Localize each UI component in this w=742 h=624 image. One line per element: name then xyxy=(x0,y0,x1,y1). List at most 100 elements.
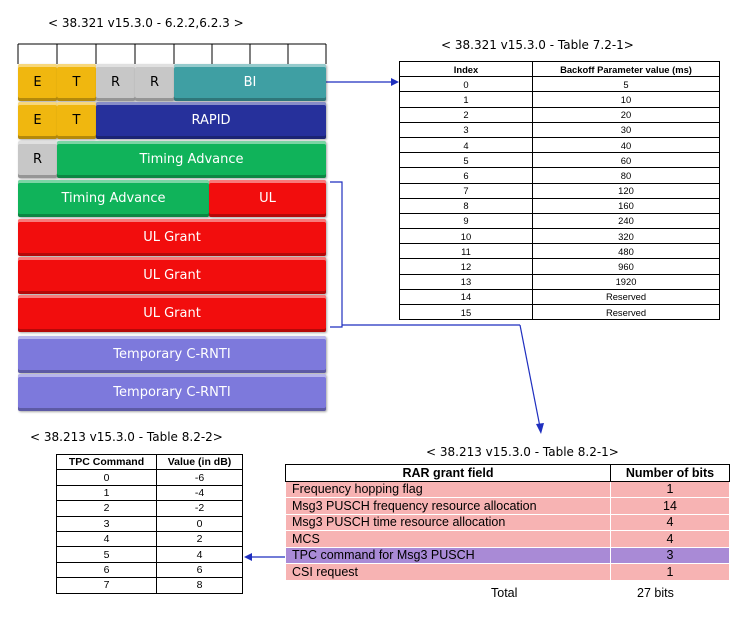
table-cell: 6 xyxy=(399,167,533,184)
reserved-bit: R xyxy=(135,64,174,101)
table-cell: 6 xyxy=(156,561,243,579)
bi-to-backoff-arrow xyxy=(326,78,399,86)
table-cell: 1 xyxy=(399,91,533,108)
rapid-field: RAPID xyxy=(96,102,326,139)
table-cell: 320 xyxy=(532,228,720,245)
table-cell: 1 xyxy=(610,480,730,498)
table-cell: 4 xyxy=(399,136,533,154)
table-cell: 4 xyxy=(610,513,730,531)
table-cell: 5 xyxy=(399,152,533,169)
table-cell: 11 xyxy=(399,243,533,260)
reserved-bit: R xyxy=(96,64,135,101)
table-cell: 1 xyxy=(56,484,157,502)
table-cell: 1920 xyxy=(532,273,720,290)
total-label: Total xyxy=(491,586,518,600)
table-cell: 3 xyxy=(399,121,533,138)
table-cell: 80 xyxy=(532,167,720,184)
table-cell: 0 xyxy=(156,515,243,532)
table-cell: 160 xyxy=(532,197,720,214)
table-cell: -4 xyxy=(156,484,243,502)
tpc-table-caption: < 38.213 v15.3.0 - Table 8.2-2> xyxy=(30,430,223,444)
table-cell: 120 xyxy=(532,182,720,199)
table-cell: 0 xyxy=(399,76,533,93)
table-cell: -2 xyxy=(156,500,243,517)
table-cell: Msg3 PUSCH frequency resource allocation xyxy=(285,497,611,515)
table-cell: 3 xyxy=(610,546,730,564)
column-header: RAR grant field xyxy=(285,464,611,482)
backoff-table-caption: < 38.321 v15.3.0 - Table 7.2-1> xyxy=(441,38,634,52)
table-cell: 4 xyxy=(56,530,157,548)
table-cell: 9 xyxy=(399,212,533,230)
table-cell: 40 xyxy=(532,136,720,154)
temporary-c-rnti-field: Temporary C-RNTI xyxy=(18,336,326,373)
table-cell: 8 xyxy=(399,197,533,214)
t-bit: T xyxy=(57,102,96,139)
table-cell: MCS xyxy=(285,530,611,548)
table-cell: TPC command for Msg3 PUSCH xyxy=(285,546,611,564)
table-cell: 4 xyxy=(610,530,730,548)
ul-grant-field: UL Grant xyxy=(18,257,326,294)
tpc-to-table-arrow xyxy=(244,553,285,561)
table-cell: 15 xyxy=(399,303,533,321)
column-header: TPC Command xyxy=(56,453,157,471)
column-header: Number of bits xyxy=(610,464,730,482)
total-value: 27 bits xyxy=(637,586,674,600)
e-bit: E xyxy=(18,102,57,139)
bi-field: BI xyxy=(174,64,326,101)
table-cell: -6 xyxy=(156,469,243,486)
table-cell: 7 xyxy=(56,577,157,594)
table-cell: 12 xyxy=(399,258,533,275)
table-row: 1-4 xyxy=(56,484,243,502)
timing-advance-field: Timing Advance xyxy=(18,180,209,217)
table-cell: 60 xyxy=(532,152,720,169)
table-cell: 0 xyxy=(56,469,157,486)
table-cell: 480 xyxy=(532,243,720,260)
column-header: Backoff Parameter value (ms) xyxy=(532,60,720,78)
rar-grant-table-caption: < 38.213 v15.3.0 - Table 8.2-1> xyxy=(426,445,619,459)
table-cell: 2 xyxy=(56,500,157,517)
ul-grant-bracket xyxy=(330,181,343,328)
table-cell: 13 xyxy=(399,273,533,290)
column-header: Index xyxy=(399,60,533,78)
ul-grant-field: UL Grant xyxy=(18,219,326,256)
ul-grant-field: UL xyxy=(209,180,326,217)
table-cell: Msg3 PUSCH time resource allocation xyxy=(285,513,611,531)
bit-ruler xyxy=(17,43,327,64)
table-cell: 3 xyxy=(56,515,157,532)
table-row: 2-2 xyxy=(56,500,243,517)
table-cell: 30 xyxy=(532,121,720,138)
e-bit: E xyxy=(18,64,57,101)
table-cell: 7 xyxy=(399,182,533,199)
table-cell: 14 xyxy=(399,288,533,306)
timing-advance-field: Timing Advance xyxy=(57,141,326,178)
table-cell: 20 xyxy=(532,106,720,123)
table-cell: Reserved xyxy=(532,288,720,306)
table-cell: 5 xyxy=(532,76,720,93)
rar-grant-table: RAR grant field Number of bits Frequency… xyxy=(285,464,730,581)
rar-format-caption: < 38.321 v15.3.0 - 6.2.2,6.2.3 > xyxy=(48,16,244,30)
